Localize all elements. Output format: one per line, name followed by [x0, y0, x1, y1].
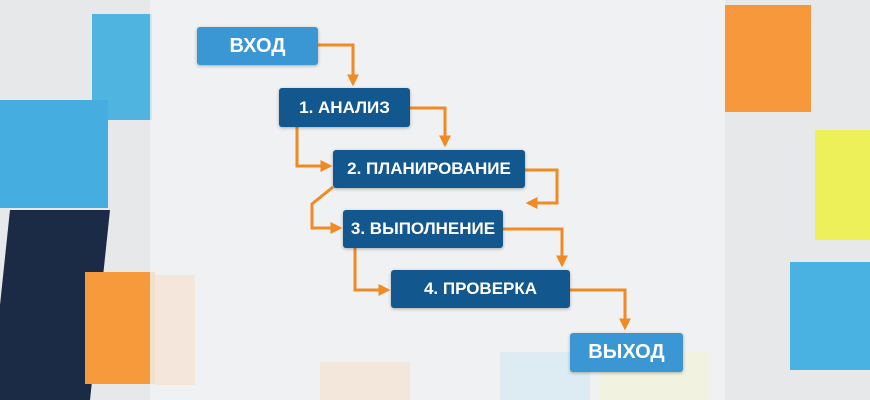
- node-planning: 2. ПЛАНИРОВАНИЕ: [333, 150, 525, 188]
- arrow-analysis-to-planning: [410, 106, 451, 148]
- sticky-note-orange: [725, 5, 811, 112]
- node-output: ВЫХОД: [570, 333, 683, 372]
- sticky-note-orange: [85, 272, 155, 384]
- arrow-input-to-analysis: [318, 43, 359, 87]
- arrow-execution-to-review-left: [353, 248, 391, 296]
- node-review: 4. ПРОВЕРКА: [391, 270, 570, 308]
- arrow-planning-feedback: [525, 168, 559, 209]
- node-execution: 3. ВЫПОЛНЕНИЕ: [343, 210, 503, 248]
- sticky-note-yellow: [815, 130, 870, 240]
- sticky-note-blue: [790, 262, 870, 370]
- arrow-analysis-to-planning-left: [295, 127, 333, 172]
- arrow-review-to-output: [570, 288, 631, 331]
- arrow-execution-to-review: [503, 227, 568, 268]
- node-input: ВХОД: [197, 27, 318, 65]
- node-analysis: 1. АНАЛИЗ: [279, 88, 410, 127]
- arrow-planning-to-execution: [310, 185, 343, 234]
- sticky-note-blue: [0, 100, 108, 208]
